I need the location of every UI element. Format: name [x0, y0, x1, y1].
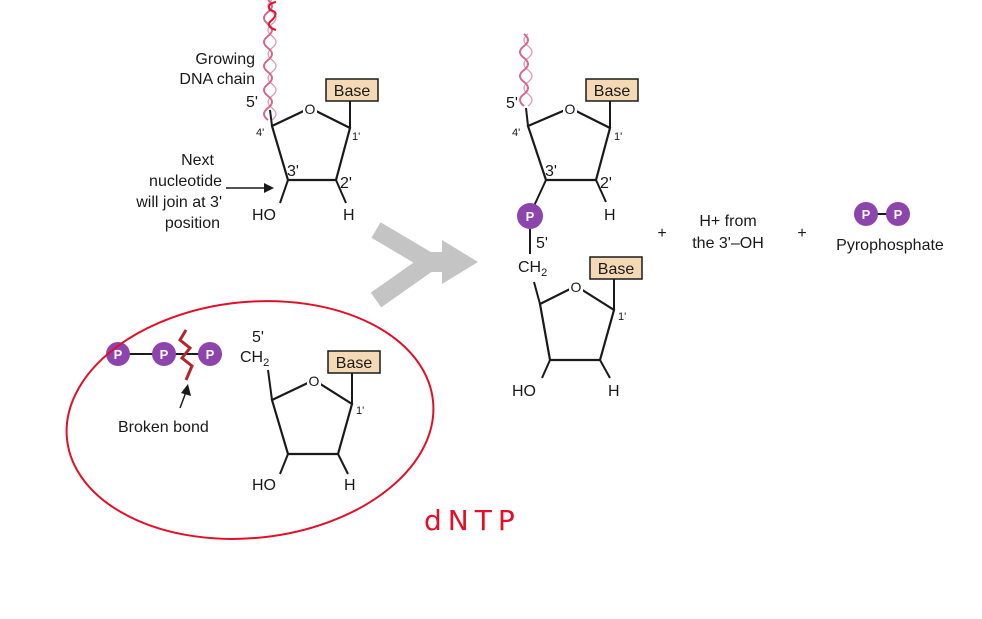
product-link-five-prime: 5' — [536, 235, 548, 252]
h-plus-label-line2: the 3'–OH — [692, 235, 764, 252]
product-c3-oh-bond — [541, 359, 551, 379]
broken-bond-mark — [178, 329, 194, 381]
product-dna: 5' O 4' 1' 3' 2' Base H P 5' CH2 O 1' Ba… — [506, 33, 643, 400]
reaction-arrow — [370, 222, 478, 308]
next-note-line2: nucleotide — [149, 173, 222, 190]
dntp-highlight-ellipse — [65, 300, 435, 540]
pyrophosphate-label-1: P — [862, 207, 871, 222]
dntp-one-prime: 1' — [356, 405, 364, 417]
product-c5-bond-bottom — [533, 281, 541, 305]
broken-bond-label: Broken bond — [118, 419, 209, 436]
three-prime-label: 3' — [287, 163, 299, 180]
dntp-hydroxyl: HO — [252, 477, 276, 494]
product-sugar-ring-bottom — [538, 284, 616, 362]
dntp-c3-oh-bond — [279, 453, 289, 475]
pyrophosphate-circle-2 — [886, 202, 910, 226]
product-dna-strand — [519, 33, 529, 107]
phosphate-circle-3 — [198, 342, 222, 366]
c3-oh-bond — [279, 179, 289, 204]
base-label: Base — [334, 83, 371, 100]
growing-dna-strand — [263, 0, 273, 121]
product-hydrogen-top: H — [604, 207, 616, 224]
dntp-c2-h-bond — [337, 453, 349, 475]
next-note-line4: position — [165, 215, 220, 232]
reaction-byproducts: + H+ from the 3'–OH + P P Pyrophosphate — [657, 202, 944, 254]
product-c5-bond — [525, 107, 529, 127]
dntp-ring-oxygen: O — [309, 373, 320, 389]
product-c3-o-bond — [533, 179, 547, 207]
pyrophosphate-circle-1 — [854, 202, 878, 226]
base-box — [325, 78, 379, 102]
phosphate-label-1: P — [114, 347, 123, 362]
hydrogen-label: H — [343, 207, 355, 224]
one-prime-label: 1' — [352, 131, 360, 143]
product-ring-oxygen-2: O — [571, 279, 582, 295]
growing-dna-strand-2 — [267, 0, 277, 121]
plus-sign-2: + — [797, 225, 806, 242]
dntp-five-prime: 5' — [252, 329, 264, 346]
h-plus-label-line1: H+ from — [699, 213, 756, 230]
broken-bond-arrowhead — [181, 384, 191, 396]
product-one-prime-2: 1' — [618, 311, 626, 323]
plus-sign-1: + — [657, 225, 666, 242]
hydroxyl-label: HO — [252, 207, 276, 224]
growing-chain-label-line1: Growing — [195, 51, 255, 68]
dntp-hydrogen: H — [344, 477, 356, 494]
next-note-line3: will join at 3' — [135, 194, 222, 211]
dntp-sugar-ring — [270, 378, 354, 456]
five-prime-label: 5' — [246, 94, 258, 111]
product-hydrogen-bottom: H — [608, 383, 620, 400]
pyrophosphate-label-2: P — [894, 207, 903, 222]
dntp-base-label: Base — [336, 355, 373, 372]
product-base-box-top — [585, 78, 639, 102]
dntp-ch2: CH2 — [240, 349, 269, 369]
product-phosphate-circle — [517, 203, 543, 229]
product-ring-oxygen: O — [565, 101, 576, 117]
next-note-arrowhead — [264, 183, 274, 193]
product-five-prime: 5' — [506, 95, 518, 112]
product-base-box-bottom — [589, 256, 643, 280]
product-base-label-top: Base — [594, 83, 631, 100]
product-two-prime: 2' — [600, 175, 612, 192]
c2-h-bond — [335, 179, 347, 204]
dntp-c5-bond — [267, 369, 273, 401]
product-three-prime: 3' — [545, 163, 557, 180]
growing-chain-label-line2: DNA chain — [179, 71, 255, 88]
dntp-base-box — [327, 350, 381, 374]
phosphate-circle-2 — [152, 342, 176, 366]
product-one-prime: 1' — [614, 131, 622, 143]
dntp-molecule: P P P Broken bond 5' CH2 O 1' Base HO H … — [65, 300, 521, 540]
product-hydroxyl: HO — [512, 383, 536, 400]
broken-bond-pointer — [179, 391, 187, 409]
c5-bond — [269, 109, 273, 127]
product-sugar-ring-top — [526, 106, 612, 182]
product-four-prime: 4' — [512, 127, 520, 139]
product-base-label-bottom: Base — [598, 261, 635, 278]
four-prime-label: 4' — [256, 127, 264, 139]
handwritten-squiggle-mark — [267, 1, 277, 31]
product-phosphate-label: P — [526, 209, 535, 224]
growing-chain-nucleotide: Growing DNA chain 5' O 4' 1' 3' 2' Base … — [135, 0, 379, 232]
phosphate-label-3: P — [206, 347, 215, 362]
phosphate-label-2: P — [160, 347, 169, 362]
product-c2-h-bond — [595, 179, 607, 203]
product-c2-h-bond-bottom — [599, 359, 611, 379]
sugar-ring — [270, 106, 352, 182]
next-note-line1: Next — [181, 152, 214, 169]
phosphate-circle-1 — [106, 342, 130, 366]
ring-oxygen: O — [305, 101, 316, 117]
pyrophosphate-label: Pyrophosphate — [836, 237, 944, 254]
product-dna-strand-2 — [523, 33, 533, 107]
two-prime-label: 2' — [340, 175, 352, 192]
product-ch2: CH2 — [518, 259, 547, 279]
dntp-handwritten-label: dNTP — [424, 504, 521, 537]
